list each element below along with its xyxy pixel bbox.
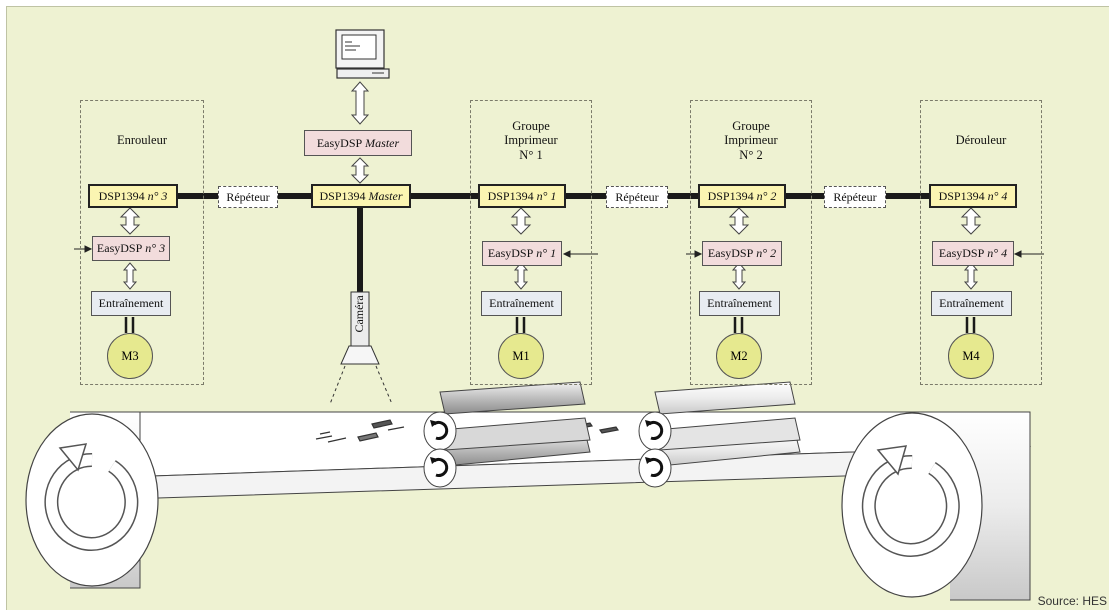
- winder-roll: [25, 411, 159, 589]
- easydsp-master: EasyDSP Master: [304, 130, 412, 156]
- double-arrow-icon: [963, 262, 979, 290]
- dsp-unwinder: DSP1394 n° 4: [929, 184, 1017, 208]
- double-arrow-icon: [728, 207, 750, 235]
- double-arrow-icon: [350, 81, 370, 125]
- group-title-unwinder: Dérouleur: [955, 133, 1007, 147]
- drive-printer-2: Entraînement: [699, 291, 780, 316]
- camera-label: Caméra: [352, 295, 367, 333]
- easydsp-winder: EasyDSP n° 3: [92, 236, 170, 261]
- group-printer-1: [470, 100, 592, 385]
- drive-winder: Entraînement: [91, 291, 171, 316]
- repeater-1: Répéteur: [218, 186, 278, 208]
- source-credit: Source: HES: [1037, 594, 1107, 608]
- dsp-winder: DSP1394 n° 3: [88, 184, 178, 208]
- printing-cylinders-2: [638, 381, 801, 488]
- double-arrow-icon: [513, 262, 529, 290]
- group-title-winder: Enrouleur: [117, 133, 167, 147]
- drive-unwinder: Entraînement: [931, 291, 1012, 316]
- double-arrow-icon: [122, 262, 138, 290]
- group-unwinder: [920, 100, 1042, 385]
- motor-m4: M4: [948, 333, 994, 379]
- group-printer-2: [690, 100, 812, 385]
- double-arrow-icon: [731, 262, 747, 290]
- unwinder-roll: [841, 411, 1031, 601]
- motor-m2: M2: [716, 333, 762, 379]
- double-arrow-icon: [510, 207, 532, 235]
- easydsp-unwinder: EasyDSP n° 4: [932, 241, 1014, 266]
- camera-icon: [329, 291, 393, 405]
- easydsp-printer-2: EasyDSP n° 2: [702, 241, 782, 266]
- double-arrow-icon: [960, 207, 982, 235]
- computer-icon: [335, 29, 390, 79]
- group-winder: [80, 100, 204, 385]
- dsp-printer-1: DSP1394 n° 1: [478, 184, 566, 208]
- motor-m3: M3: [107, 333, 153, 379]
- drive-printer-1: Entraînement: [481, 291, 562, 316]
- double-arrow-icon: [350, 157, 370, 184]
- repeater-2: Répéteur: [606, 186, 668, 208]
- easydsp-printer-1: EasyDSP n° 1: [482, 241, 562, 266]
- dsp-master: DSP1394 Master: [311, 184, 411, 208]
- dsp-printer-2: DSP1394 n° 2: [698, 184, 786, 208]
- repeater-3: Répéteur: [824, 186, 886, 208]
- motor-m1: M1: [498, 333, 544, 379]
- printing-cylinders-1: [423, 381, 591, 488]
- double-arrow-icon: [119, 207, 141, 235]
